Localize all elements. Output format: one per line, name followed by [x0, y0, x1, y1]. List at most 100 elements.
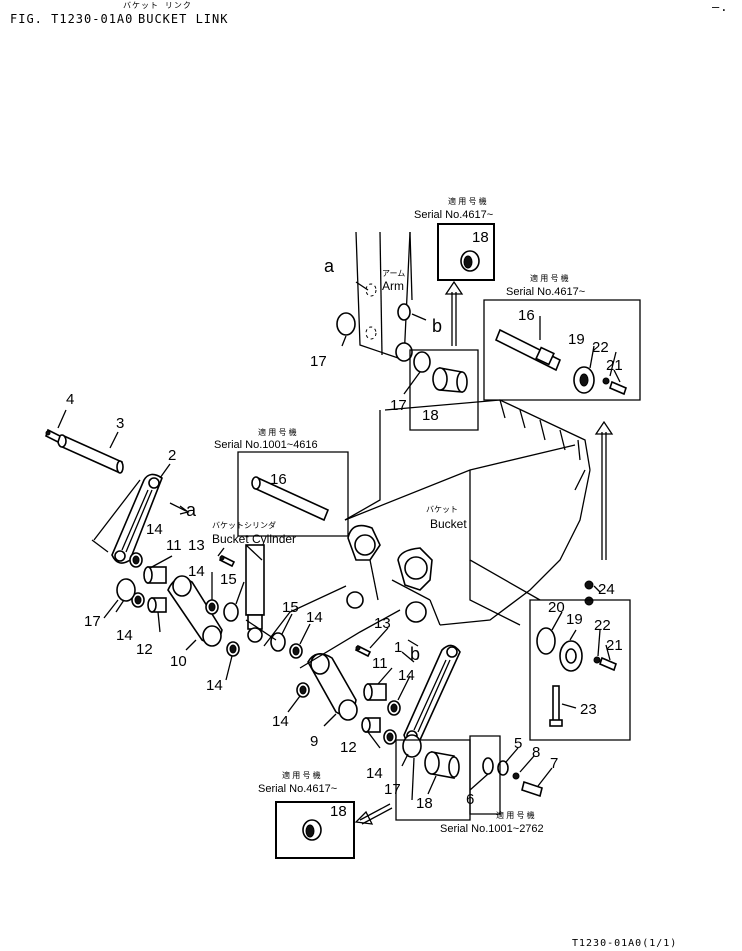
callout-10: 10 [170, 653, 187, 670]
callout-7: 7 [550, 755, 558, 772]
ref-b-link: b [410, 644, 420, 664]
serial-mid-left: Serial No.1001~4616 [214, 439, 318, 451]
callout-12-b: 12 [340, 739, 357, 756]
callout-11-a: 11 [166, 537, 182, 554]
callout-9: 9 [310, 733, 318, 750]
callout-15-b: 15 [282, 599, 299, 616]
serial-kanji-top-right: 適 用 号 機 [530, 273, 569, 283]
callout-18-lower: 18 [416, 795, 433, 812]
bushing-12-left [147, 597, 167, 613]
serial-kanji-bottom-right: 適 用 号 機 [496, 810, 535, 820]
grease-fitting-13-left [218, 554, 236, 568]
grease-fitting-4 [45, 428, 61, 444]
callout-2: 2 [168, 447, 176, 464]
frame-bushing-18-arm [409, 349, 479, 431]
arm-label-jp: アーム [382, 269, 405, 278]
bushing-11-left [143, 566, 167, 584]
pin-16-left [251, 476, 330, 522]
bolt-21-upper [609, 380, 627, 396]
callout-8: 8 [532, 744, 540, 761]
bucket-cylinder-drawing [245, 544, 265, 643]
callout-14-f: 14 [272, 713, 289, 730]
callout-23: 23 [580, 701, 597, 718]
bucket-drawing [344, 399, 591, 626]
callout-18-box-top: 18 [472, 229, 489, 246]
callout-18-box-bottom: 18 [330, 803, 347, 820]
callout-17-b: 17 [384, 781, 401, 798]
bushing-18-lower [424, 751, 460, 779]
bushing-11-center [363, 683, 387, 701]
callout-19-a: 19 [568, 331, 585, 348]
callout-19-b: 19 [566, 611, 583, 628]
serial-box-bottom-left [275, 801, 355, 859]
bushing-12-center [361, 717, 381, 733]
callout-16-right: 16 [518, 307, 535, 324]
arrows [169, 280, 614, 825]
serial-bottom-right: Serial No.1001~2762 [440, 823, 544, 835]
callout-14-c: 14 [116, 627, 133, 644]
corner-mark: —. [712, 0, 729, 14]
bushing-18-arm [432, 367, 468, 393]
callout-14-a: 14 [146, 521, 163, 538]
callout-22-b: 22 [594, 617, 611, 634]
callout-14-g: 14 [398, 667, 415, 684]
callout-11-b: 11 [372, 655, 388, 672]
serial-box-top-center [437, 223, 495, 281]
serial-frame-mid-left [237, 451, 349, 537]
washer-22-lower [593, 656, 601, 664]
bucket-label: Bucket [430, 517, 467, 531]
arm-drawing [355, 231, 413, 362]
link-plate-2 [111, 473, 163, 564]
callout-21-b: 21 [606, 637, 623, 654]
footer-code: T1230-01A0(1/1) [572, 938, 678, 949]
o-rings-17 [116, 312, 431, 758]
bushing-18-box-top [460, 250, 480, 272]
callout-1: 1 [394, 639, 402, 656]
callout-14-b: 14 [188, 563, 205, 580]
link-10 [167, 575, 223, 647]
leader-lines [57, 316, 621, 801]
callout-18-arm: 18 [422, 407, 439, 424]
frame-right-lower [529, 599, 631, 741]
ref-b-arm: b [432, 316, 442, 336]
bucket-label-jp: バケット [426, 505, 458, 514]
cylinder-label: Bucket Cylinder [212, 532, 296, 546]
callout-17-a: 17 [84, 613, 101, 630]
callout-13-b: 13 [374, 615, 391, 632]
serial-kanji-mid-left: 適 用 号 機 [258, 427, 297, 437]
link-9 [307, 653, 358, 721]
title-jp-text: バケット リンク [123, 1, 192, 10]
callout-12-a: 12 [136, 641, 153, 658]
callout-24: 24 [598, 581, 615, 598]
bushing-18-box-bottom [302, 819, 322, 841]
frame-shim-6 [469, 735, 501, 815]
callout-14-h: 14 [366, 765, 383, 782]
callout-14-e: 14 [306, 609, 323, 626]
plate-19-upper [573, 366, 595, 394]
parts-24 [584, 580, 594, 606]
serial-top-center: Serial No.4617~ [414, 209, 493, 221]
bolt-7 [521, 780, 543, 798]
callout-21-a: 21 [606, 357, 623, 374]
callout-5: 5 [514, 735, 522, 752]
callout-13-a: 13 [188, 537, 205, 554]
callout-15-a: 15 [220, 571, 237, 588]
washer-22-upper [602, 377, 610, 385]
bolt-23 [549, 685, 563, 727]
callout-3: 3 [116, 415, 124, 432]
figure-code: FIG. T1230-01A0 [10, 12, 134, 26]
bolt-21-lower [599, 656, 617, 672]
callout-22-a: 22 [592, 339, 609, 356]
serial-bottom-left: Serial No.4617~ [258, 783, 337, 795]
shims-15 [223, 602, 286, 652]
grease-fitting-13-center [354, 644, 372, 658]
washer-8 [512, 772, 520, 780]
cylinder-label-jp: バケットシリンダ [212, 520, 276, 530]
callout-17-d: 17 [390, 397, 407, 414]
callout-14-d: 14 [206, 677, 223, 694]
serial-kanji-top-center: 適 用 号 機 [448, 196, 487, 206]
frame-bushing-18-lower [395, 739, 471, 821]
ref-a-arm: a [324, 256, 335, 276]
callout-20: 20 [548, 599, 565, 616]
